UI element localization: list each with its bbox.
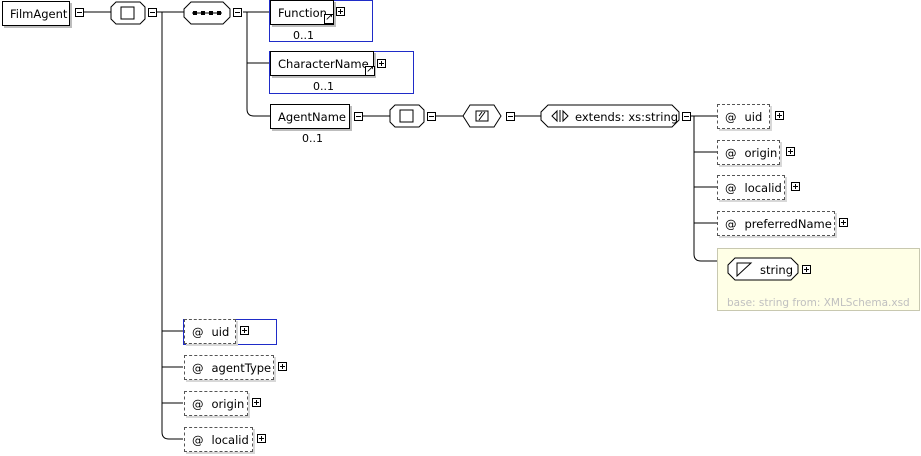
collapse-toggle-agent-complex-type[interactable] bbox=[427, 112, 436, 121]
expand-toggle-origin[interactable] bbox=[252, 398, 261, 407]
attribute-uid[interactable]: @ uid bbox=[184, 319, 236, 344]
attribute-label: origin bbox=[211, 396, 245, 411]
expand-toggle-ext-origin[interactable] bbox=[786, 147, 795, 156]
attribute-at-icon: @ bbox=[192, 396, 204, 411]
expand-toggle-function[interactable] bbox=[336, 7, 345, 16]
expand-toggle-simple-type[interactable] bbox=[802, 265, 811, 274]
collapse-toggle-simple-content[interactable] bbox=[506, 112, 515, 121]
expand-toggle-ext-localid[interactable] bbox=[791, 182, 800, 191]
collapse-toggle-root[interactable] bbox=[75, 8, 84, 17]
element-agent-name[interactable]: AgentName bbox=[270, 104, 350, 129]
sequence-compositor-icon bbox=[183, 1, 231, 25]
ext-attribute-localid[interactable]: @ localid bbox=[717, 175, 785, 200]
ext-attribute-preferred-name[interactable]: @ preferredName bbox=[717, 211, 835, 236]
collapse-toggle-agent-name[interactable] bbox=[354, 112, 363, 121]
attribute-at-icon: @ bbox=[725, 145, 737, 160]
agent-name-cardinality: 0..1 bbox=[302, 132, 323, 145]
attribute-label: agentType bbox=[211, 360, 272, 375]
expand-toggle-ext-preferred-name[interactable] bbox=[839, 218, 848, 227]
attribute-localid[interactable]: @ localid bbox=[184, 427, 253, 452]
reference-link-icon bbox=[365, 63, 375, 77]
expand-toggle-uid[interactable] bbox=[240, 326, 249, 335]
attribute-label: preferredName bbox=[744, 216, 832, 231]
expand-toggle-character-name[interactable] bbox=[377, 59, 386, 68]
extension-icon bbox=[551, 109, 569, 123]
element-character-name[interactable]: CharacterName bbox=[270, 51, 374, 76]
complex-type-icon bbox=[389, 104, 425, 128]
collapse-toggle-sequence[interactable] bbox=[233, 8, 242, 17]
attribute-at-icon: @ bbox=[725, 109, 737, 124]
attribute-origin[interactable]: @ origin bbox=[184, 391, 248, 416]
collapse-toggle-extension[interactable] bbox=[682, 112, 691, 121]
character-name-label: CharacterName bbox=[278, 56, 369, 71]
element-function[interactable]: Function bbox=[270, 0, 334, 25]
agent-name-label: AgentName bbox=[278, 109, 346, 124]
complex-type-icon bbox=[110, 1, 146, 25]
expand-toggle-ext-uid[interactable] bbox=[775, 111, 784, 120]
attribute-label: localid bbox=[744, 180, 782, 195]
collapse-toggle-complex-type[interactable] bbox=[148, 8, 157, 17]
attribute-label: origin bbox=[744, 145, 778, 160]
root-element-label: FilmAgent bbox=[10, 6, 68, 21]
attribute-at-icon: @ bbox=[192, 360, 204, 375]
extension-box-shape bbox=[540, 104, 680, 128]
expand-toggle-agent-type[interactable] bbox=[278, 362, 287, 371]
root-element-filmagent[interactable]: FilmAgent bbox=[2, 1, 70, 26]
attribute-at-icon: @ bbox=[192, 432, 204, 447]
ext-attribute-uid[interactable]: @ uid bbox=[717, 104, 770, 129]
expand-toggle-localid[interactable] bbox=[257, 434, 266, 443]
attribute-at-icon: @ bbox=[725, 216, 737, 231]
function-label: Function bbox=[278, 5, 327, 20]
reference-link-icon bbox=[324, 11, 334, 25]
attribute-label: uid bbox=[744, 109, 763, 124]
character-name-cardinality: 0..1 bbox=[313, 80, 334, 93]
attribute-agent-type[interactable]: @ agentType bbox=[184, 355, 274, 380]
attribute-at-icon: @ bbox=[192, 324, 204, 339]
simple-type-box-shape bbox=[727, 257, 799, 281]
function-cardinality: 0..1 bbox=[293, 29, 314, 42]
attribute-at-icon: @ bbox=[725, 180, 737, 195]
simple-content-icon bbox=[462, 104, 502, 128]
ext-attribute-origin[interactable]: @ origin bbox=[717, 140, 780, 165]
simple-type-label: string bbox=[760, 263, 794, 277]
attribute-label: uid bbox=[211, 324, 230, 339]
attribute-label: localid bbox=[211, 432, 249, 447]
simple-type-base-note: base: string from: XMLSchema.xsd bbox=[727, 297, 910, 309]
extension-label: extends: xs:string bbox=[575, 110, 679, 124]
